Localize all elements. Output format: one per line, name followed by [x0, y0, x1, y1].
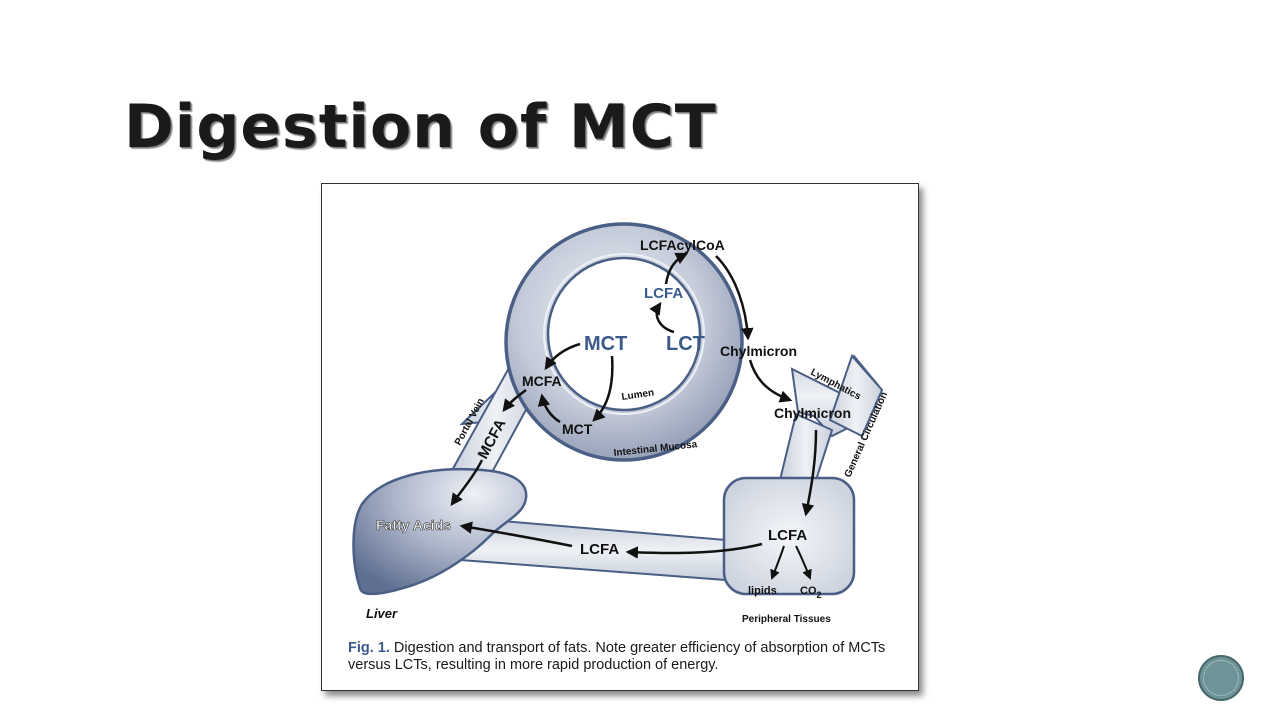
arrow-chylomicron-lymph — [748, 359, 793, 403]
label-lumen: Lumen — [621, 388, 655, 403]
arrow-mct-mcfa — [544, 342, 581, 371]
label-fatty-acids: Fatty Acids — [376, 517, 451, 533]
circle-button-ring — [1203, 660, 1239, 696]
label-mcfa-mucosa: MCFA — [522, 373, 562, 389]
arrow-peripheral-lcfa — [625, 542, 763, 559]
slide-title: Digestion of MCT — [124, 92, 717, 162]
arrows — [450, 252, 818, 580]
label-lumen-mct: MCT — [584, 333, 627, 355]
label-lipids: lipids — [748, 585, 777, 597]
label-co2-main: CO — [800, 585, 817, 597]
peripheral-tissues-box — [722, 476, 856, 596]
label-liver: Liver — [366, 606, 398, 621]
arrow-mcfa-portal — [502, 389, 527, 412]
figure-frame: MCT LCT LCFA LCFAcylCoA Chylmicron MCFA … — [321, 183, 919, 691]
arrow-mct-mct — [592, 355, 614, 422]
arrow-lcfacylcoa-chylomicron — [715, 255, 754, 341]
figure-caption-text: Digestion and transport of fats. Note gr… — [348, 640, 886, 673]
lumen — [546, 256, 702, 412]
lumen-halo — [543, 253, 705, 415]
label-co2: CO2 — [800, 585, 822, 600]
label-lcfa-return: LCFA — [580, 541, 619, 558]
liver-shape — [352, 467, 528, 596]
digestion-diagram: MCT LCT LCFA LCFAcylCoA Chylmicron MCFA … — [352, 222, 890, 625]
label-chylomicron-lymph: Chylmicron — [774, 405, 851, 421]
figure-caption: Fig. 1. Digestion and transport of fats.… — [348, 640, 888, 674]
label-peripheral-tissues: Peripheral Tissues — [742, 614, 831, 625]
arrow-lymph-lcfa — [801, 429, 818, 517]
circle-button-icon[interactable] — [1198, 655, 1244, 701]
label-lumen-lcfa: LCFA — [644, 285, 683, 302]
arrow-lct-lcfa — [649, 301, 675, 334]
arrow-lcfa-co2 — [795, 545, 812, 580]
figure-label: Fig. 1. — [348, 640, 390, 656]
label-lcfacylcoa: LCFAcylCoA — [640, 237, 725, 253]
label-co2-sub: 2 — [817, 590, 822, 600]
arrow-lcfa-fatty — [459, 521, 573, 548]
label-lumen-lct: LCT — [666, 333, 705, 355]
label-mct-mucosa: MCT — [562, 421, 593, 437]
general-circulation-upper — [828, 354, 884, 438]
arrow-mct-mcfa-back — [537, 393, 561, 424]
arrow-portal-fatty — [450, 459, 484, 507]
label-lcfa-peripheral: LCFA — [768, 527, 807, 544]
arrow-lcfa-lcfacylcoa — [664, 252, 689, 285]
arrow-lcfa-lipids — [770, 545, 785, 580]
label-chylomicron-mucosa: Chylmicron — [720, 343, 797, 359]
